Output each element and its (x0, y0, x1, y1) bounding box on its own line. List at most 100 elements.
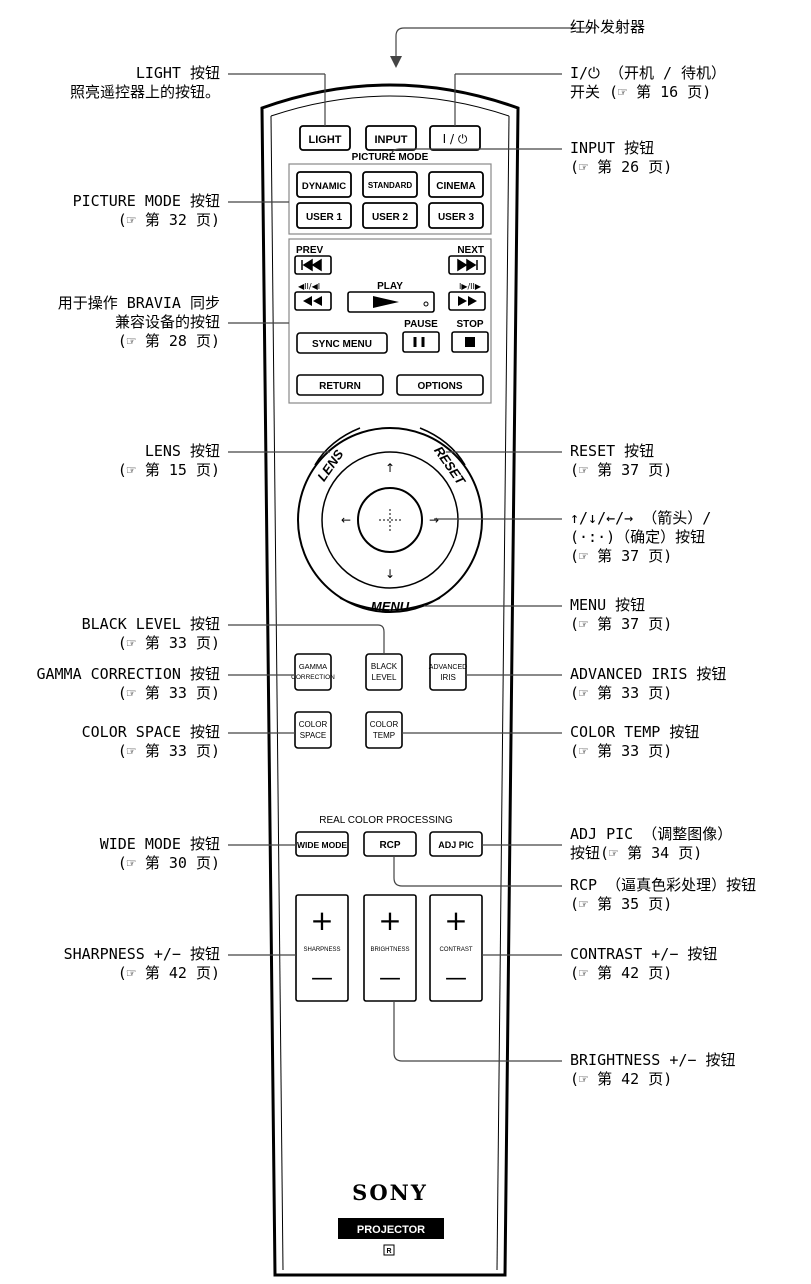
left-arrow-icon: ← (341, 513, 351, 527)
gamma-correction-button (294, 653, 332, 691)
light-button-label: LIGHT (309, 134, 342, 146)
sync-menu-label: SYNC MENU (312, 339, 372, 350)
brightness-plus: + (378, 904, 401, 937)
options-label: OPTIONS (417, 381, 462, 392)
callout-bravia-sync: 用于操作 BRAVIA 同步 兼容设备的按钮 (☞ 第 28 页) (57, 294, 220, 350)
picture-mode-group (288, 163, 492, 235)
play-dot-icon (423, 301, 429, 307)
user1-label: USER 1 (306, 212, 343, 223)
wide-mode-label: WIDE MODE (297, 840, 347, 850)
prev-label: PREV (296, 245, 324, 256)
user3-label: USER 3 (438, 212, 475, 223)
stop-label: STOP (456, 319, 483, 330)
pause-button (402, 331, 440, 353)
adv-label-1: ADVANCED (429, 664, 467, 671)
callout-brightness: BRIGHTNESS +/− 按钮 (☞ 第 42 页) (570, 1051, 736, 1088)
color-space-button (294, 711, 332, 749)
pause-icon (413, 337, 425, 347)
cspace-label-2: SPACE (300, 731, 327, 740)
user1-button (296, 202, 352, 229)
black-level-leader (228, 624, 385, 654)
callout-contrast: CONTRAST +/− 按钮 (☞ 第 42 页) (570, 945, 718, 982)
sync-menu-button (296, 332, 388, 354)
fast-forward-label: I▶/II▶ (459, 282, 482, 291)
standard-label: STANDARD (368, 181, 413, 190)
callout-lens: LENS 按钮 (☞ 第 15 页) (117, 442, 220, 479)
ctemp-label-2: TEMP (373, 731, 395, 740)
cinema-label: CINEMA (436, 181, 475, 192)
next-icon (457, 258, 478, 272)
adj-pic-button (429, 831, 483, 857)
registered-mark-letter: R (386, 1248, 391, 1255)
callout-arrows: ↑/↓/←/→ （箭头）/ (·:·)（确定）按钮 (☞ 第 37 页) (570, 509, 712, 565)
black-label-1: BLACK (371, 662, 398, 671)
adv-label-2: IRIS (440, 673, 456, 682)
callout-ir-emitter: 红外发射器 (570, 18, 646, 36)
user2-label: USER 2 (372, 212, 409, 223)
rcp-label: RCP (379, 840, 400, 851)
registered-mark-icon (383, 1244, 395, 1256)
lens-button (314, 427, 361, 466)
callout-sharpness: SHARPNESS +/− 按钮 (☞ 第 42 页) (63, 945, 220, 982)
rcp-leader (393, 856, 562, 887)
rewind-label: ◀II/◀I (298, 282, 320, 291)
brightness-rocker (363, 894, 417, 1002)
cspace-label-1: COLOR (299, 720, 328, 729)
play-icon (373, 296, 399, 308)
dynamic-label: DYNAMIC (302, 181, 346, 192)
adj-pic-label: ADJ PIC (438, 840, 474, 850)
stop-icon (465, 337, 475, 347)
gamma-label-1: GAMMA (299, 662, 327, 671)
sharpness-plus: + (310, 904, 333, 937)
contrast-rocker (429, 894, 483, 1002)
callout-black-level: BLACK LEVEL 按钮 (☞ 第 33 页) (81, 615, 220, 652)
callout-wide-mode: WIDE MODE 按钮 (☞ 第 30 页) (99, 835, 220, 872)
menu-label: MENU (371, 599, 410, 614)
return-label: RETURN (319, 381, 361, 392)
contrast-plus: + (444, 904, 467, 937)
brightness-label: BRIGHTNESS (370, 947, 409, 953)
enter-button (357, 487, 423, 553)
sharpness-rocker (295, 894, 349, 1002)
callout-advanced-iris: ADVANCED IRIS 按钮 (☞ 第 33 页) (570, 665, 727, 702)
up-arrow-icon: ↑ (385, 461, 395, 475)
return-button (296, 374, 384, 396)
sharpness-label: SHARPNESS (303, 947, 340, 953)
prev-icon (301, 258, 322, 272)
callout-adj-pic: ADJ PIC （调整图像） 按钮(☞ 第 34 页) (570, 825, 733, 862)
picture-mode-title: PICTURE MODE (352, 152, 429, 163)
rewind-icon (303, 296, 322, 306)
power-button-label: I / ⏻ (443, 132, 468, 146)
callout-input: INPUT 按钮 (☞ 第 26 页) (570, 139, 673, 176)
projector-badge (338, 1218, 444, 1239)
fast-forward-icon (458, 296, 477, 306)
input-leader (391, 148, 562, 155)
dynamic-button (296, 171, 352, 198)
standard-button (362, 171, 418, 198)
down-arrow-icon: ↓ (385, 567, 395, 581)
black-label-2: LEVEL (372, 673, 397, 682)
callout-power: I/⏻ （开机 / 待机） 开关 (☞ 第 16 页) (570, 64, 727, 101)
sony-logo: SONY (352, 1180, 428, 1205)
input-button-label: INPUT (375, 134, 408, 146)
color-temp-button (365, 711, 403, 749)
user2-button (362, 202, 418, 229)
callout-gamma: GAMMA CORRECTION 按钮 (☞ 第 33 页) (36, 665, 220, 702)
menu-button (339, 597, 441, 611)
projector-label: PROJECTOR (357, 1224, 425, 1236)
callout-menu: MENU 按钮 (☞ 第 37 页) (570, 596, 673, 633)
brightness-minus: — (379, 966, 401, 991)
remote-body-inner-line (270, 95, 510, 117)
callout-reset: RESET 按钮 (☞ 第 37 页) (570, 442, 673, 479)
brightness-leader (393, 1001, 562, 1062)
right-arrow-icon: → (429, 513, 439, 527)
user3-button (428, 202, 484, 229)
reset-button (419, 427, 466, 466)
rcp-button (363, 831, 417, 857)
ir-emitter-arrow (390, 27, 596, 68)
gamma-label-2: CORRECTION (291, 674, 335, 681)
callout-color-temp: COLOR TEMP 按钮 (☞ 第 33 页) (570, 723, 700, 760)
options-button (396, 374, 484, 396)
